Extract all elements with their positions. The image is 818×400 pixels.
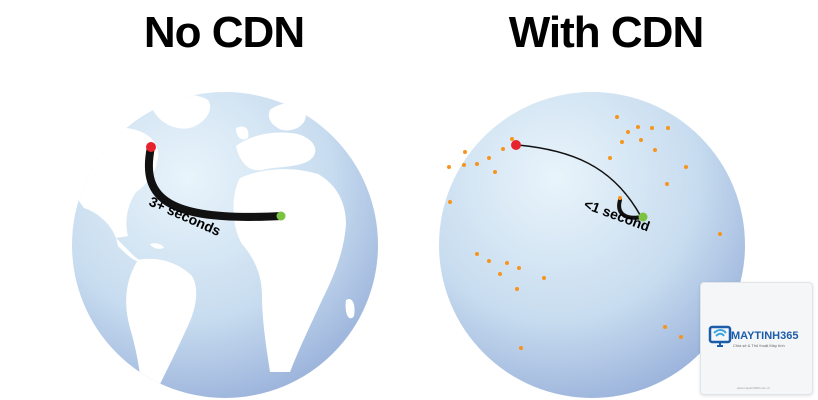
- right-origin-server-dot: [511, 140, 521, 150]
- edge-server-dot: [639, 138, 643, 142]
- right-origin-path: [517, 144, 641, 216]
- edge-server-dot: [505, 261, 509, 265]
- edge-server-dot: [515, 287, 519, 291]
- edge-server-dot: [519, 346, 523, 350]
- edge-server-dot: [448, 200, 452, 204]
- edge-server-dot: [663, 325, 667, 329]
- edge-servers: [447, 115, 722, 350]
- edge-server-dot: [501, 147, 505, 151]
- with-cdn-title: With CDN: [508, 8, 704, 57]
- right-ocean: [439, 92, 745, 398]
- edge-server-dot: [650, 126, 654, 130]
- edge-server-dot: [615, 115, 619, 119]
- watermark-logo: MAYTINH365 Chia sẻ & Thủ thuật Máy tính …: [700, 282, 813, 395]
- edge-server-dot: [462, 163, 466, 167]
- left-user-dot: [276, 211, 286, 221]
- edge-server-dot: [620, 140, 624, 144]
- left-globe: 3+ seconds: [72, 92, 378, 398]
- left-latency-path: [144, 143, 285, 221]
- edge-server-dot: [718, 232, 722, 236]
- right-globe: <1 second: [439, 92, 745, 398]
- edge-server-dot: [498, 272, 502, 276]
- edge-server-dot: [542, 276, 546, 280]
- edge-server-dot: [517, 266, 521, 270]
- logo-tagline: Chia sẻ & Thủ thuật Máy tính: [733, 343, 785, 348]
- edge-server-dot: [608, 156, 612, 160]
- edge-server-dot: [487, 156, 491, 160]
- edge-server-dot: [653, 148, 657, 152]
- edge-server-dot: [618, 196, 622, 200]
- edge-server-dot: [493, 170, 497, 174]
- edge-server-dot: [626, 130, 630, 134]
- edge-server-dot: [684, 165, 688, 169]
- edge-server-dot: [447, 165, 451, 169]
- logo-brand-text: MAYTINH365: [731, 330, 799, 342]
- edge-server-dot: [475, 162, 479, 166]
- logo-footer: www.maytinh365.com.vn: [737, 386, 771, 390]
- edge-server-dot: [487, 259, 491, 263]
- edge-server-dot: [475, 252, 479, 256]
- edge-server-dot: [463, 150, 467, 154]
- left-origin-server-dot: [146, 142, 156, 152]
- edge-server-dot: [679, 335, 683, 339]
- edge-server-dot: [665, 182, 669, 186]
- edge-server-dot: [636, 125, 640, 129]
- monitor-icon: [708, 325, 732, 347]
- edge-server-dot: [510, 137, 514, 141]
- right-user-dot: [638, 212, 648, 222]
- edge-server-dot: [666, 126, 670, 130]
- no-cdn-title: No CDN: [143, 8, 305, 57]
- right-edge-path: [617, 198, 644, 220]
